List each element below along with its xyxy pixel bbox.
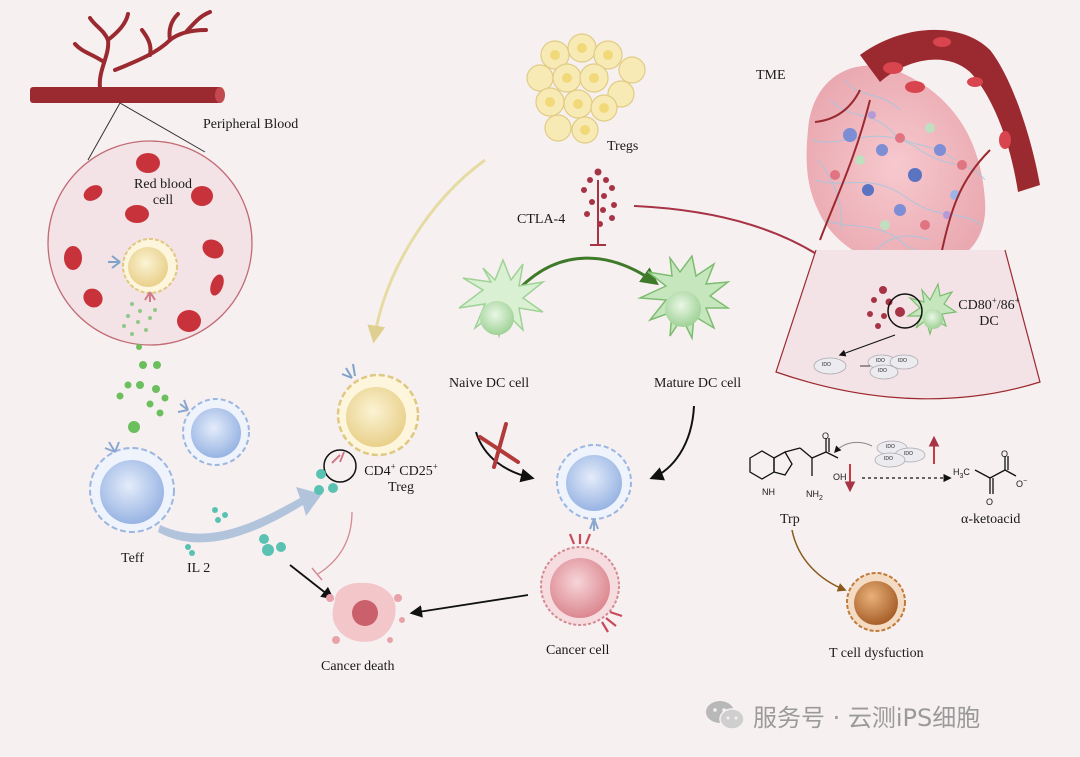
ido-label-1: IDO — [822, 362, 831, 368]
blood-zoom-circle — [47, 140, 253, 346]
cd4-text: CD4 — [364, 464, 391, 479]
tregs-label: Tregs — [607, 139, 639, 154]
trp-nh-label: NH — [762, 487, 775, 497]
alpha-ketoacid-label: α-ketoacid — [961, 512, 1021, 527]
cytokine-cluster — [116, 344, 169, 433]
cd80-86-dc-label: CD80+/86+ DC — [950, 295, 1028, 330]
tregs-to-treg-arrow — [367, 158, 486, 344]
t-cell-dysfunction-cell — [846, 572, 906, 632]
ido-catalysis-arc — [834, 441, 873, 454]
ido-enzymes — [874, 440, 926, 468]
ido-label-4: IDO — [878, 368, 887, 374]
treg-cell-main — [331, 363, 420, 464]
dc-maturation-arrow — [518, 256, 659, 290]
tregs-cluster — [526, 33, 646, 144]
mature-dc-label: Mature DC cell — [654, 376, 742, 391]
teff-cell — [89, 441, 175, 533]
cd80-sup: + — [991, 295, 997, 306]
alpha-ketoacid-structure — [974, 456, 1017, 494]
trp-label: Trp — [780, 512, 800, 527]
treg-label: CD4+ CD25+ Treg — [356, 461, 446, 496]
red-blood-cell-label-line2: cell — [152, 193, 174, 208]
cd80-binding-highlight — [887, 293, 923, 329]
il2-cytokines — [185, 507, 286, 556]
treg-label-line2: Treg — [388, 480, 414, 495]
ctla4-molecule — [581, 168, 617, 246]
cd25-sup: + — [432, 461, 438, 472]
ido-label-2: IDO — [876, 358, 885, 364]
cancer-cell-label: Cancer cell — [546, 643, 610, 658]
trp-o-label: O — [822, 431, 830, 441]
ido-label-3: IDO — [898, 358, 907, 364]
cancer-death-label: Cancer death — [321, 659, 395, 674]
cd25-text: CD25 — [395, 464, 433, 479]
trp-nh2-label: NH2 — [806, 486, 823, 507]
il2-label: IL 2 — [187, 561, 211, 576]
keto-ch3-c: C — [963, 467, 970, 477]
keto-minus-sup: − — [1023, 478, 1028, 485]
tryptophan-structure — [749, 438, 839, 480]
ido-label-7: IDO — [884, 456, 893, 462]
t-cell-center — [556, 444, 632, 531]
cancer-to-death-arrow — [409, 594, 529, 618]
watermark: 服务号 · 云测iPS细胞 — [705, 695, 980, 735]
teff-to-treg-arrow — [158, 487, 322, 543]
ido-label-6: IDO — [904, 451, 913, 457]
cd80-text: CD80 — [958, 298, 992, 313]
peripheral-blood-label: Peripheral Blood — [203, 117, 299, 132]
red-blood-cell-label-line1: Red blood — [134, 177, 192, 192]
cd86-sup: + — [1014, 295, 1020, 306]
keto-o-minus-o: O — [1016, 479, 1024, 489]
keto-o-top-label: O — [1001, 449, 1009, 459]
trp-nh2-sub: 2 — [819, 494, 823, 502]
mature-dc-cell — [637, 254, 731, 341]
tme-dc-zoom — [775, 249, 1041, 400]
t-cell-small — [177, 398, 250, 466]
ctla4-label: CTLA-4 — [517, 212, 566, 227]
zoom-lines — [87, 102, 206, 161]
il2-to-cancer-death-arrow — [289, 564, 334, 600]
ctla4-binding-highlight — [323, 449, 357, 483]
mature-to-tcell-arrow — [649, 405, 695, 481]
watermark-text: 服务号 · 云测iPS细胞 — [753, 703, 981, 732]
keto-ch3-h: H — [953, 467, 960, 477]
red-blood-cell-label: Red blood cell — [128, 177, 198, 209]
tme-tissue — [806, 65, 986, 269]
keto-ch3-sub: 3 — [959, 472, 964, 480]
cancer-cell — [540, 533, 623, 633]
cd4-sup: + — [390, 461, 396, 472]
naive-dc-label: Naive DC cell — [449, 376, 530, 391]
tme-label: TME — [756, 68, 786, 83]
treg-bound-cytokines — [314, 469, 338, 495]
blood-vessel — [30, 10, 225, 103]
cd80-86-dc-line2: DC — [979, 314, 999, 329]
t-cell-dysfunction-label: T cell dysfuction — [829, 646, 924, 661]
tme-blood-vessel — [814, 29, 1040, 261]
keto-o-minus-label: O− — [1016, 474, 1027, 492]
cd86-text: /86 — [996, 298, 1015, 313]
trp-oh-label: OH — [833, 472, 847, 482]
keto-o-label: O — [986, 497, 994, 507]
treg-in-blood — [108, 238, 178, 302]
inhibit-bar — [311, 567, 323, 581]
wechat-icon — [706, 701, 745, 730]
teff-label: Teff — [121, 551, 144, 566]
keto-ch3-label: H3C — [953, 464, 970, 485]
cancer-death-cell — [326, 582, 405, 644]
treg-inhibits-cancer-death — [317, 511, 353, 575]
trp-to-tcell-dysfunction-arrow — [791, 529, 847, 592]
ctla4-to-dc-arrow — [633, 205, 844, 274]
naive-dc-cell — [458, 257, 546, 339]
ido-label-5: IDO — [886, 444, 895, 450]
blocked-x-mark — [478, 422, 520, 469]
trp-nh2-text: NH — [806, 489, 819, 499]
